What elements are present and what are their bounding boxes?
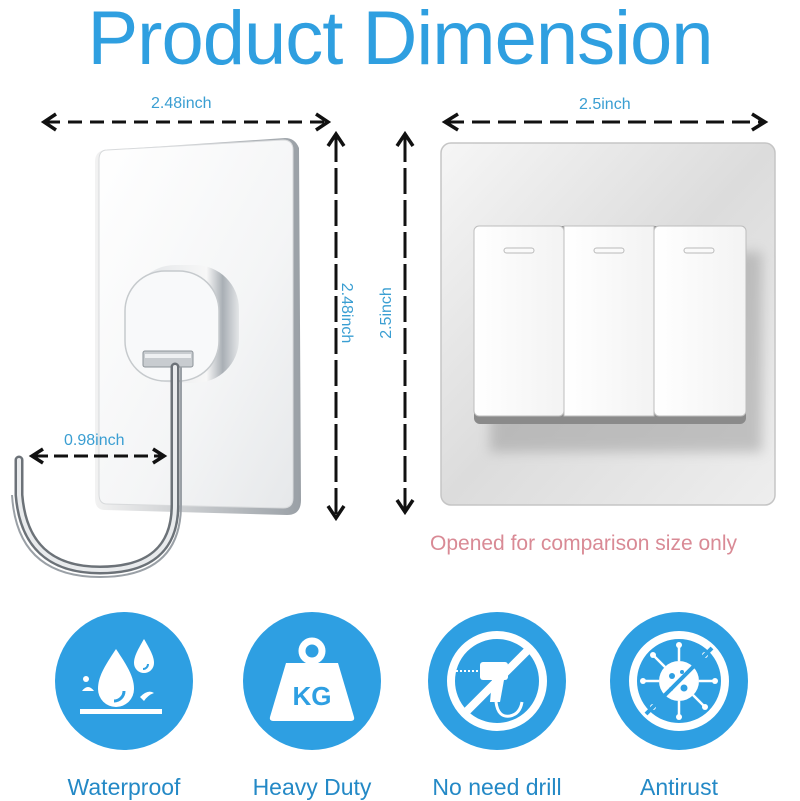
feature-label: Heavy Duty (252, 774, 372, 800)
feature-waterproof: Waterproof (55, 612, 193, 801)
switch-keys (473, 225, 747, 417)
comparison-note: Opened for comparison size only (430, 532, 737, 555)
page-title: Product Dimension (87, 0, 713, 81)
antirust-virus-icon (610, 612, 748, 750)
switch-height-label: 2.5inch (378, 287, 395, 339)
hook-depth-arrow (28, 447, 168, 465)
hook-height-label: 2.48inch (338, 282, 355, 344)
metal-hook-wire (11, 362, 182, 579)
light-switch-plate (440, 142, 776, 506)
feature-label: No need drill (432, 774, 562, 800)
kg-text: KG (293, 681, 332, 711)
hook-width-label: 2.48inch (151, 95, 212, 112)
hook-depth-label: 0.98inch (64, 432, 125, 449)
no-drill-icon (428, 612, 566, 750)
feature-heavy-duty: KG Heavy Duty (243, 612, 381, 801)
water-drops-icon (55, 612, 193, 750)
hook-base (124, 265, 239, 383)
feature-label: Waterproof (67, 774, 181, 800)
hook-width-arrow (40, 112, 332, 132)
hook-height-arrow (326, 130, 346, 522)
feature-no-drill: No need drill (428, 612, 566, 801)
switch-width-label: 2.5inch (579, 96, 631, 113)
switch-width-arrow (441, 112, 769, 132)
feature-antirust: Antirust (610, 612, 748, 801)
switch-height-arrow (395, 130, 415, 516)
kg-weight-icon: KG (243, 612, 381, 750)
feature-label: Antirust (640, 774, 718, 800)
